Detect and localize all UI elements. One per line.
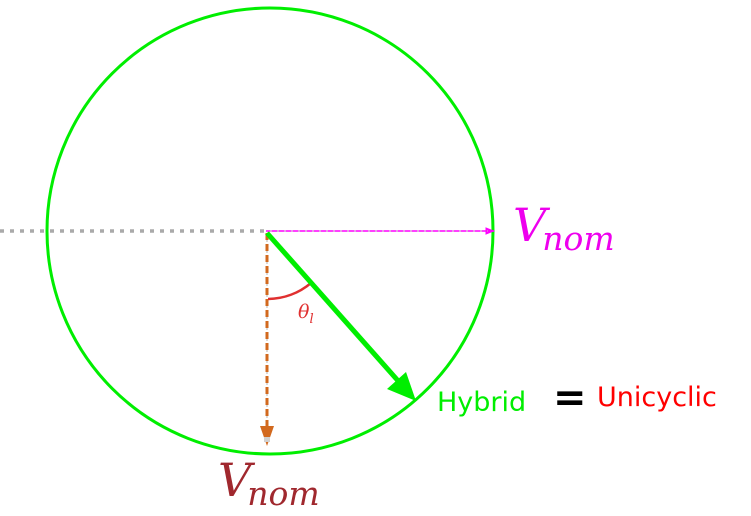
diagonal-vector-arrowhead <box>387 372 416 401</box>
equals-sign: = <box>553 375 587 421</box>
angle-arc <box>267 282 312 301</box>
unicyclic-label: Unicyclic <box>597 382 717 413</box>
vertical-vector-arrowhead <box>260 426 274 446</box>
hybrid-label: Hybrid <box>437 387 526 418</box>
diagonal-vector <box>265 231 402 385</box>
vnom-bottom-label: Vnom <box>218 453 320 513</box>
vertical-vector-tip <box>264 437 270 442</box>
theta-label: θl <box>298 301 314 327</box>
vnom-right-label: Vnom <box>513 198 615 258</box>
